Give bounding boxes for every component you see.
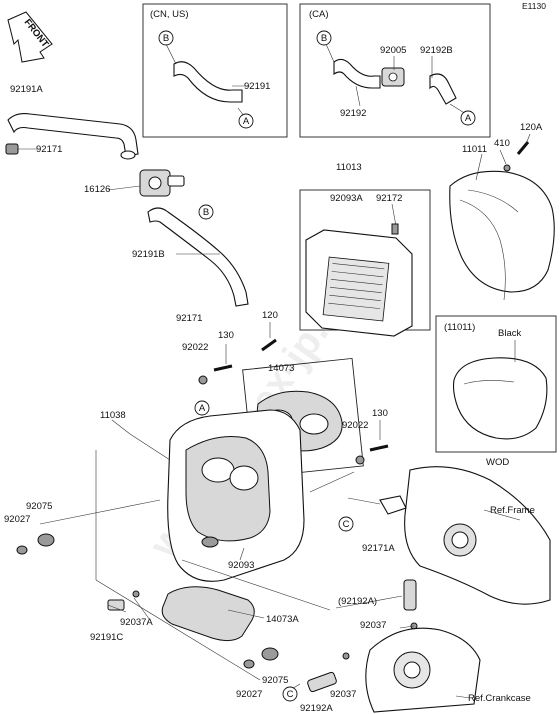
hose-92192b	[429, 73, 457, 105]
washer-410	[503, 164, 511, 172]
bracket-92171a	[347, 495, 407, 515]
label-11011: 11011	[462, 144, 487, 155]
box-black-title: (11011)	[444, 322, 475, 333]
clamp-92171	[5, 143, 40, 155]
label-92093a: 92093A	[330, 193, 363, 204]
label-92192a: 92192A	[300, 703, 333, 714]
label-92172: 92172	[376, 193, 402, 204]
label-ref-frame: Ref.Frame	[490, 505, 535, 516]
label-92191: 92191	[244, 81, 270, 92]
label-92027b: 92027	[236, 689, 262, 700]
label-92191c: 92191C	[90, 632, 123, 643]
label-92191b: 92191B	[132, 249, 165, 260]
label-130b: 130	[372, 408, 388, 419]
label-410: 410	[494, 138, 510, 149]
label-11038: 11038	[100, 410, 126, 421]
label-92037a-cap: 92037A	[120, 617, 153, 628]
hose-92191	[173, 61, 243, 103]
label-92171b: 92171	[176, 313, 202, 324]
frame-ref	[404, 466, 551, 605]
ref-circle-b1: B	[158, 30, 174, 46]
clamp-92037a	[132, 590, 140, 598]
label-92191a: 92191A	[10, 84, 43, 95]
clamp-92037b	[342, 652, 350, 660]
cap-92027a	[16, 545, 28, 555]
cover-black	[452, 357, 548, 440]
box-cn-us	[142, 3, 288, 138]
label-11013: 11013	[336, 162, 362, 173]
cap-92027b	[243, 659, 255, 669]
grommet-92075a	[37, 533, 55, 547]
label-14073: 14073	[268, 363, 294, 374]
air-filter-11013	[305, 229, 413, 337]
hose-92192a-ref	[403, 579, 417, 611]
label-92192: 92192	[340, 108, 366, 119]
svg-text:B: B	[321, 33, 327, 44]
label-92171a: 92171A	[362, 543, 395, 554]
washer-92022a	[198, 375, 208, 385]
label-92022b: 92022	[342, 420, 368, 431]
label-120: 120	[262, 310, 278, 321]
label-92171: 92171	[36, 144, 62, 155]
label-92192b: 92192B	[420, 45, 453, 56]
svg-text:B: B	[163, 33, 169, 44]
svg-text:A: A	[243, 116, 250, 127]
hose-92192a	[307, 671, 337, 693]
ref-circle-c1: C	[338, 516, 354, 532]
label-16126: 16126	[84, 184, 110, 195]
box-black-cover	[435, 315, 557, 453]
hose-92191c	[107, 599, 125, 611]
box-ca	[299, 3, 491, 138]
label-92075b: 92075	[262, 675, 288, 686]
svg-text:A: A	[199, 403, 206, 414]
label-92027a: 92027	[4, 514, 30, 525]
ref-circle-c2: C	[282, 686, 298, 702]
bolt-120a	[516, 141, 530, 155]
label-120a: 120A	[520, 122, 543, 133]
housing-11038	[167, 409, 305, 582]
svg-text:B: B	[203, 207, 209, 218]
label-ref-crankcase: Ref.Crankcase	[468, 693, 531, 704]
cover-11011	[449, 170, 555, 301]
label-92075a: 92075	[26, 501, 52, 512]
svg-text:A: A	[465, 113, 472, 124]
hose-92192	[333, 58, 381, 89]
hose-92191b	[147, 207, 249, 307]
label-130a: 130	[218, 330, 234, 341]
label-92093: 92093	[228, 560, 254, 571]
front-arrow-icon: FRONT	[7, 11, 53, 63]
label-14073a: 14073A	[266, 614, 299, 625]
box-ca-title: (CA)	[309, 9, 329, 20]
label-92037a: 92037	[360, 620, 386, 631]
hose-92191a	[7, 113, 139, 157]
ref-circle-b3: B	[198, 204, 214, 220]
label-92037b: 92037	[330, 689, 356, 700]
crankcase-ref	[365, 627, 481, 713]
ref-circle-b2: B	[316, 30, 332, 46]
svg-text:C: C	[343, 519, 350, 530]
wod-label: WOD	[486, 457, 509, 468]
bolt-120	[261, 338, 277, 352]
label-92022a: 92022	[182, 342, 208, 353]
box-cn-us-title: (CN, US)	[150, 9, 189, 20]
grommet-92075b	[261, 647, 279, 661]
bolt-130a	[213, 364, 233, 372]
duct-14073a	[161, 586, 255, 642]
label-92005: 92005	[380, 45, 406, 56]
label-92192a-paren: (92192A)	[338, 596, 377, 607]
ref-circle-a3: A	[194, 400, 210, 416]
washer-92022b	[355, 455, 365, 465]
ref-circle-a1: A	[238, 113, 254, 129]
diagram-code: E1130	[522, 1, 546, 11]
valve-16126	[107, 169, 185, 197]
svg-text:C: C	[287, 689, 294, 700]
ref-circle-a2: A	[460, 110, 476, 126]
box-black-sub: Black	[498, 328, 521, 339]
bolt-130b	[369, 444, 389, 452]
